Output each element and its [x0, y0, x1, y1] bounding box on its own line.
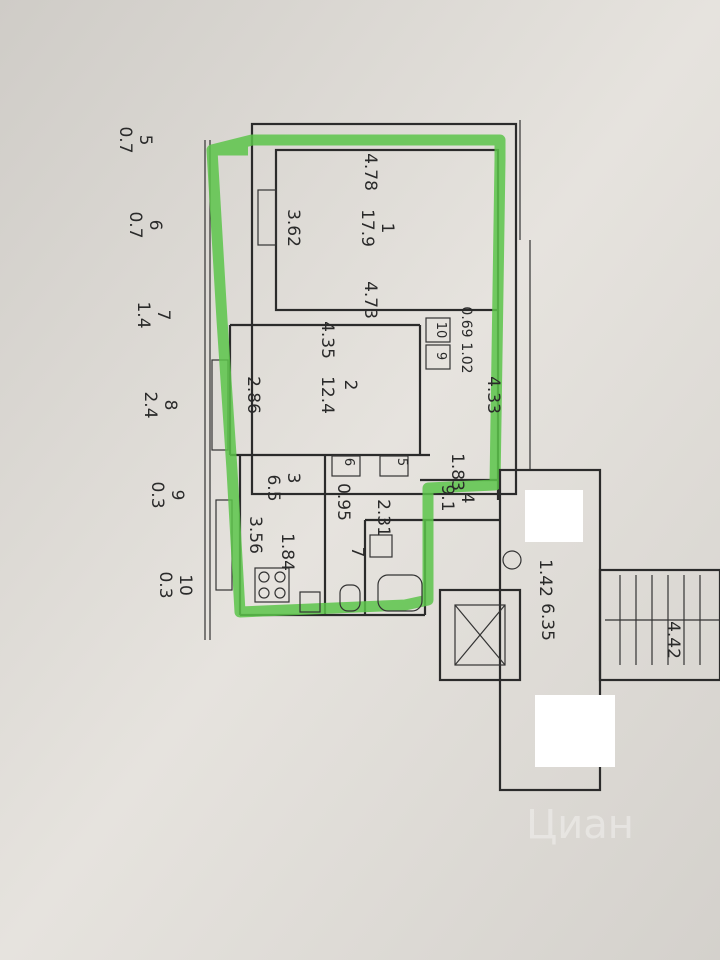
room-7: 0.95 7: [333, 483, 367, 557]
legend-item: 6 0.7: [125, 211, 165, 238]
room-3: 3 6.5 3.56 1.84: [245, 473, 303, 571]
room-1-length-top: 4.78: [360, 153, 380, 191]
room-1-length-side: 3.62: [283, 209, 303, 247]
stairwell-labels: 1.42 6.35 4.42: [535, 559, 683, 659]
room-4: 1.83 4 9.1 4.33 2.31: [373, 376, 503, 537]
stair-width-2: 4.42: [663, 621, 683, 659]
cell-10: 10: [433, 322, 448, 339]
room-7-length: 0.95: [333, 483, 353, 521]
room-2-length-side: 2.86: [243, 376, 263, 414]
stairwell: [438, 468, 720, 792]
room-2-length-top: 4.35: [317, 321, 337, 359]
legend-num: 8: [160, 400, 180, 411]
legend-val: 0.3: [147, 481, 167, 508]
room-1-length-bottom: 4.73: [360, 281, 380, 319]
cell-6: 6: [341, 458, 356, 466]
legend-num: 7: [153, 310, 173, 321]
sink-icon: [299, 591, 321, 613]
legend-num: 5: [135, 135, 155, 146]
stair-width: 1.42: [535, 559, 555, 597]
legend-val: 0.7: [125, 211, 145, 238]
room-2-area: 12.4: [317, 376, 337, 414]
redaction-patch-1: [525, 490, 583, 542]
room-2: 4.35 2 12.4 2.86: [243, 321, 360, 414]
legend-num: 10: [175, 574, 195, 596]
watermark: Циан: [526, 802, 634, 848]
room-1: 4.78 1 17.9 3.62 4.73: [283, 153, 397, 319]
room-3-length-side: 3.56: [245, 516, 265, 554]
room-4-number: 4: [457, 493, 477, 504]
area-legend: 5 0.7 6 0.7 7 1.4 8 2.4 9 0.3 10 0.3: [115, 126, 195, 598]
toilet-icon: [339, 584, 361, 612]
room-1-number: 1: [377, 223, 397, 234]
legend-val: 2.4: [140, 391, 160, 418]
legend-num: 6: [145, 220, 165, 231]
room-3-length-bottom: 1.84: [277, 533, 297, 571]
room-4-length-b: 4.33: [483, 376, 503, 414]
cell-5: 5: [394, 458, 409, 466]
room-3-area: 6.5: [263, 474, 283, 501]
apartment-highlight: [206, 134, 506, 618]
legend-item: 7 1.4: [133, 301, 173, 328]
bathtub-icon: [377, 574, 423, 612]
room-3-number: 3: [283, 473, 303, 484]
legend-item: 9 0.3: [147, 481, 187, 508]
redaction-patch-2: [535, 695, 615, 767]
legend-item: 8 2.4: [140, 391, 180, 418]
legend-val: 0.3: [155, 571, 175, 598]
room-4-length-a: 1.83: [447, 453, 467, 491]
washbasin-icon: [369, 534, 393, 558]
dim-102: 1.02: [458, 342, 474, 373]
room-2-number: 2: [340, 380, 360, 391]
room-4-area: 9.1: [437, 484, 457, 511]
room-4-length-c: 2.31: [373, 499, 393, 537]
small-cells: 10 9 0.69 1.02 6 5: [341, 306, 474, 466]
legend-val: 1.4: [133, 301, 153, 328]
legend-num: 9: [167, 490, 187, 501]
watermark-brand: Циан: [526, 802, 634, 848]
room-1-area: 17.9: [357, 209, 377, 247]
legend-item: 5 0.7: [115, 126, 155, 153]
legend-item: 10 0.3: [155, 571, 195, 598]
stair-height: 6.35: [537, 603, 557, 641]
stove-icon: [254, 567, 290, 603]
dim-069: 0.69: [458, 306, 474, 337]
legend-val: 0.7: [115, 126, 135, 153]
cell-9: 9: [433, 352, 448, 360]
room-7-number: 7: [347, 547, 367, 558]
